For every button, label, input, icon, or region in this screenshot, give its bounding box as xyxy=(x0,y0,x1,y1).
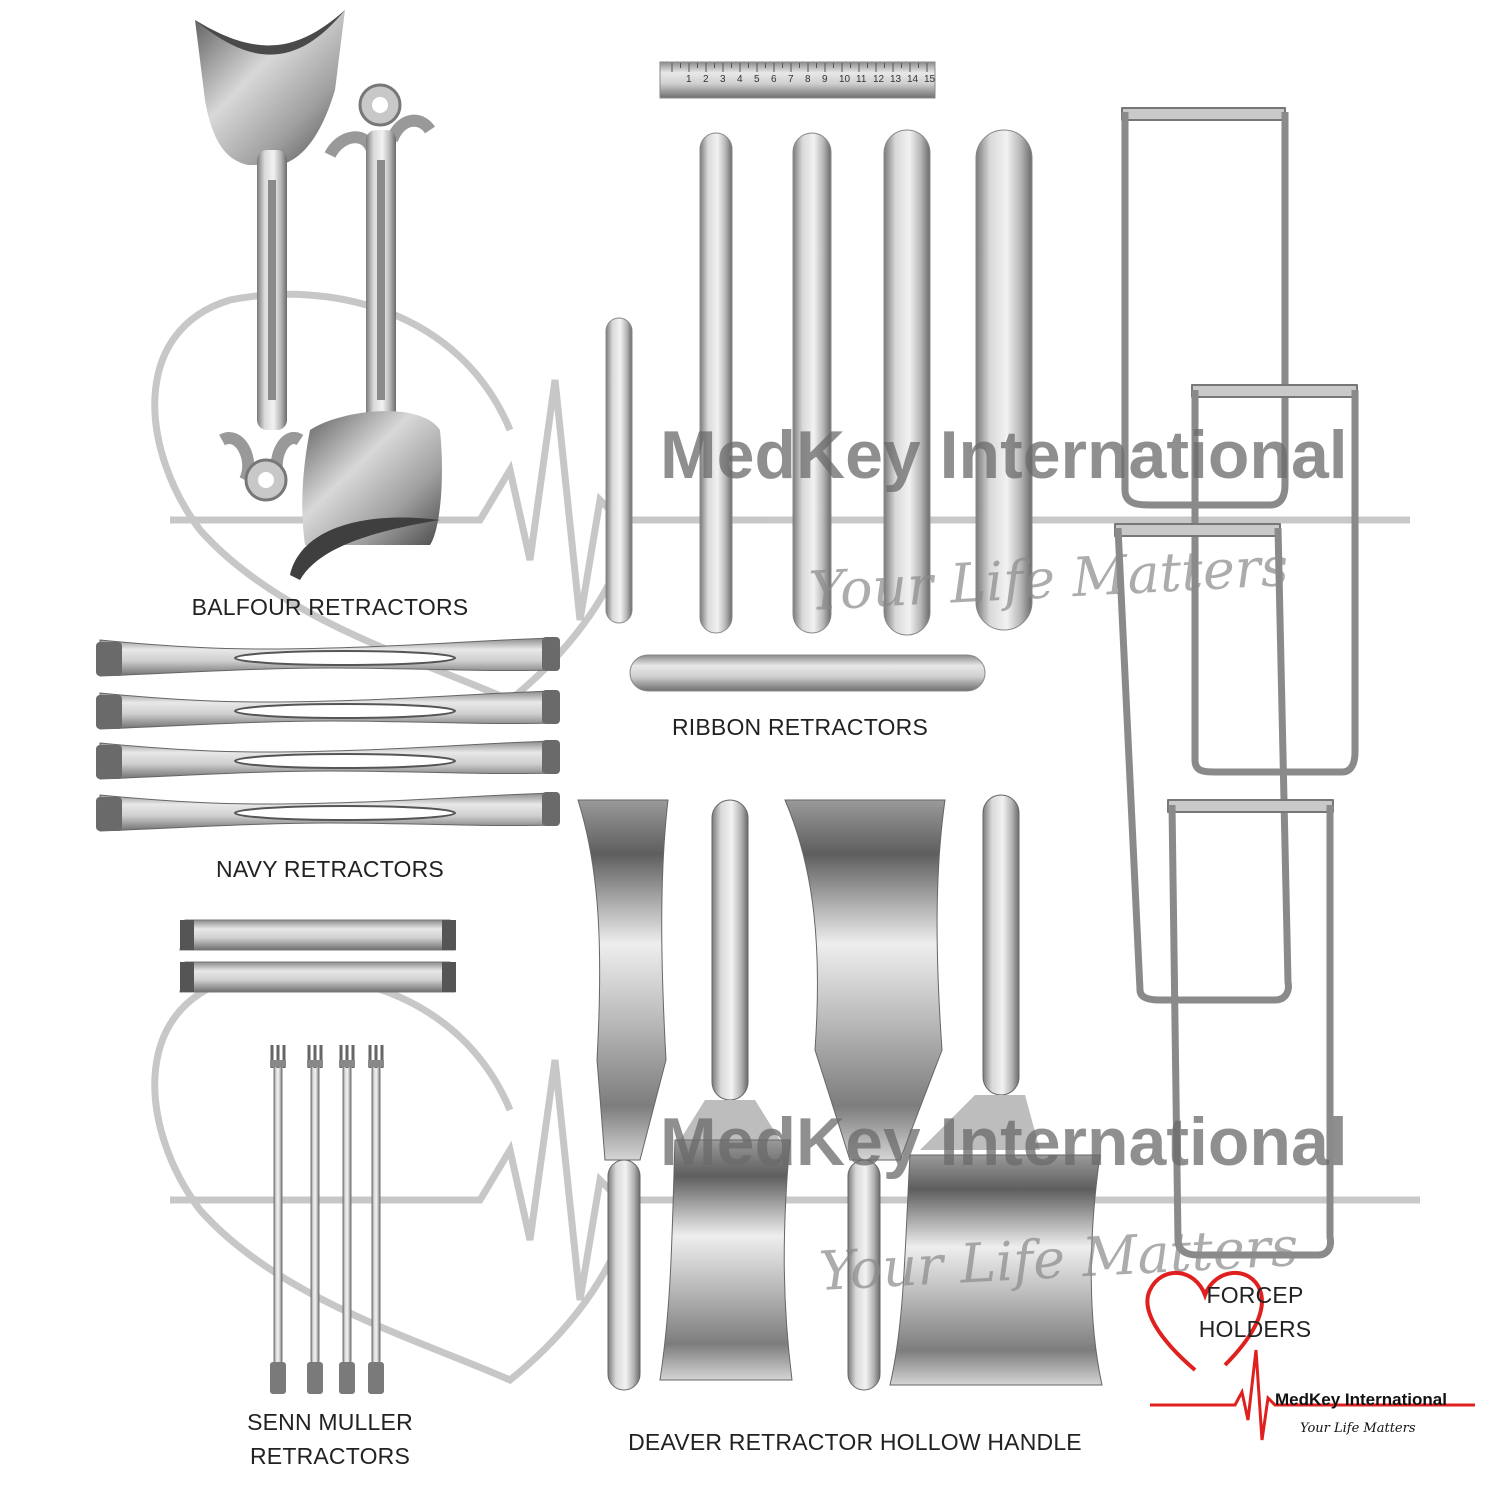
deaver-retractor-3 xyxy=(784,799,946,1391)
watermark-brand-bottom: MedKey International xyxy=(660,1104,1348,1180)
label-forcep-line2: HOLDERS xyxy=(1198,1316,1312,1342)
ruler-number: 1 xyxy=(686,74,692,85)
ruler-number: 6 xyxy=(771,74,777,85)
senn-muller-retractors xyxy=(179,919,456,1394)
logo-tagline: Your Life Matters xyxy=(1300,1421,1416,1436)
ribbon-retractor-4 xyxy=(883,129,931,636)
balfour-retractor-right xyxy=(290,83,442,580)
forcep-holder-3 xyxy=(1114,523,1292,1004)
senn-muller-blade-1 xyxy=(179,919,456,951)
ribbon-retractor-horizontal xyxy=(629,654,986,692)
ruler-number: 15 xyxy=(924,74,936,85)
ruler-number: 10 xyxy=(839,74,851,85)
label-senn-muller-line1: SENN MULLER xyxy=(247,1409,413,1435)
balfour-retractor-left xyxy=(195,10,345,502)
deaver-retractor-1 xyxy=(577,799,669,1391)
label-ribbon-retractors: RIBBON RETRACTORS xyxy=(671,714,928,740)
ruler-number: 5 xyxy=(754,74,760,85)
watermark-heart-bottom xyxy=(151,970,624,1385)
ruler-number: 13 xyxy=(890,74,902,85)
ribbon-retractor-1 xyxy=(605,317,633,624)
navy-retractors xyxy=(96,637,560,832)
ribbon-retractors xyxy=(605,129,1033,692)
forcep-holder-1 xyxy=(1121,107,1289,509)
ruler-number: 8 xyxy=(805,74,811,85)
ruler-number: 7 xyxy=(788,74,794,85)
deaver-retractor-2 xyxy=(659,799,793,1381)
watermark-heart-top xyxy=(151,290,624,705)
senn-muller-rake xyxy=(270,1045,286,1394)
ribbon-retractor-3 xyxy=(792,132,832,634)
logo-heart-icon xyxy=(1145,1271,1264,1372)
label-senn-muller-line2: RETRACTORS xyxy=(249,1443,411,1469)
ruler-ticks xyxy=(671,63,928,72)
label-balfour-retractors: BALFOUR RETRACTORS xyxy=(191,594,469,620)
logo-ecg-line xyxy=(1150,1349,1475,1441)
ruler-number: 3 xyxy=(720,74,726,85)
navy-retractor xyxy=(96,740,560,780)
senn-muller-rake xyxy=(307,1045,323,1394)
senn-muller-rake xyxy=(339,1045,355,1394)
ruler-number: 14 xyxy=(907,74,919,85)
ribbon-retractor-2 xyxy=(699,132,733,634)
senn-muller-rake xyxy=(368,1045,384,1394)
forcep-holder-2 xyxy=(1191,384,1359,776)
ruler-number: 2 xyxy=(703,74,709,85)
senn-muller-rakes xyxy=(270,1045,384,1394)
ruler-number: 11 xyxy=(856,74,867,85)
forcep-holder-4 xyxy=(1167,799,1334,1259)
ruler-number: 4 xyxy=(737,74,743,85)
ruler-number: 12 xyxy=(873,74,885,85)
label-deaver-retractor: DEAVER RETRACTOR HOLLOW HANDLE xyxy=(628,1429,1082,1455)
watermark-brand-top: MedKey International xyxy=(660,417,1348,493)
label-forcep-line1: FORCEP xyxy=(1206,1282,1304,1308)
logo-brand-name: MedKey International xyxy=(1275,1390,1447,1409)
deaver-retractor-4 xyxy=(889,794,1103,1386)
navy-retractor xyxy=(96,792,560,832)
ribbon-retractor-5 xyxy=(975,129,1033,631)
label-navy-retractors: NAVY RETRACTORS xyxy=(216,856,444,882)
navy-retractor xyxy=(96,637,560,677)
watermark-tagline-top: Your Life Matters xyxy=(807,535,1289,623)
medkey-logo: MedKey International Your Life Matters xyxy=(1145,1271,1475,1441)
deaver-retractors xyxy=(577,794,1103,1391)
forcep-holders xyxy=(1114,107,1359,1259)
ruler-number: 9 xyxy=(822,74,828,85)
senn-muller-blade-2 xyxy=(179,961,456,993)
navy-retractor xyxy=(96,690,560,730)
